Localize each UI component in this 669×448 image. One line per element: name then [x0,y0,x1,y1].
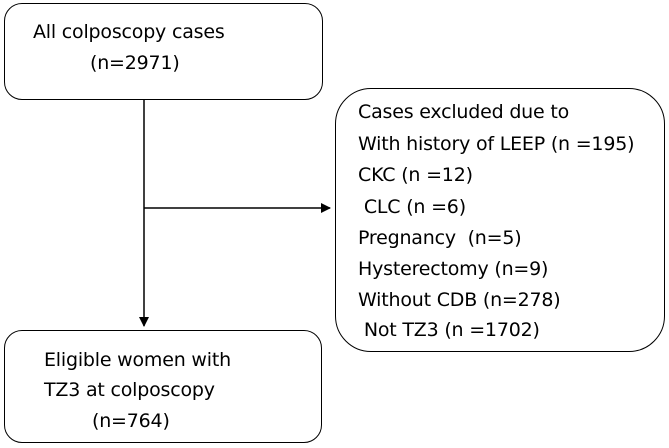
exclusion-item: With history of LEEP (n =195) [358,133,635,155]
eligible-count: (n=764) [92,410,170,432]
exclusion-title: Cases excluded due to [358,101,570,123]
all-cases-box [4,3,323,100]
all-cases-label: All colposcopy cases [33,21,225,43]
exclusion-item: CKC (n =12) [358,164,473,186]
eligible-box [4,330,322,443]
exclusion-item: Without CDB (n=278) [358,289,561,311]
exclusion-item: Hysterectomy (n=9) [358,258,549,280]
eligible-label-line2: TZ3 at colposcopy [44,379,215,401]
exclusion-item: Pregnancy (n=5) [358,227,522,249]
all-cases-count: (n=2971) [90,52,180,74]
exclusion-item: CLC (n =6) [358,196,466,218]
exclusion-item: Not TZ3 (n =1702) [358,319,540,341]
exclusion-box [335,88,665,352]
eligible-label-line1: Eligible women with [44,349,231,371]
